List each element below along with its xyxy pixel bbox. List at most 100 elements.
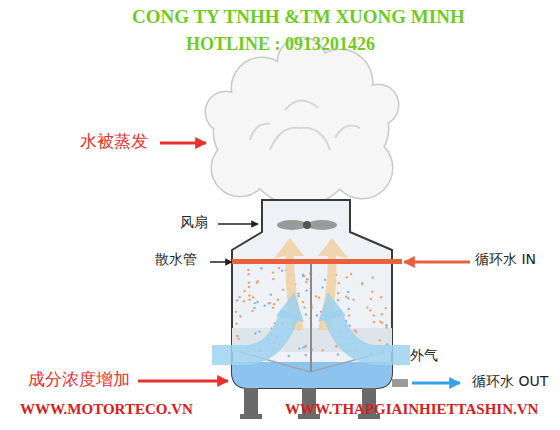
water-drop (281, 269, 283, 271)
outflow-arrow (412, 382, 460, 385)
water-drop (337, 292, 339, 294)
water-drop (235, 311, 237, 313)
water-drop (350, 273, 352, 275)
water-drop (353, 329, 355, 331)
water-drop (385, 324, 387, 326)
callout-label: 循环水 OUT (472, 373, 548, 389)
water-drop (379, 339, 381, 341)
water-drop (380, 296, 382, 298)
water-drop (238, 296, 240, 298)
water-drop (282, 289, 284, 291)
callout-label: 水被蒸发 (80, 132, 148, 152)
water-drop (248, 294, 250, 296)
water-drop (335, 345, 337, 347)
fan-symbol (277, 220, 337, 230)
water-drop (272, 307, 274, 309)
water-drop (264, 305, 266, 307)
inflow-arrow (404, 261, 470, 264)
outlet-pipe (392, 379, 408, 387)
water-drop (361, 283, 363, 285)
website-watermark: WWW.THAPGIAINHIETTASHIN.VN (285, 401, 538, 418)
water-drop (298, 347, 300, 349)
water-drop (251, 310, 253, 312)
water-drop (239, 315, 241, 317)
outside-air-heads (276, 292, 346, 322)
water-drop (273, 303, 275, 305)
water-drop (243, 300, 245, 302)
callout-label: 风扇 (180, 214, 208, 230)
water-drop (254, 332, 256, 334)
water-drop (321, 286, 323, 288)
callout-arrow (138, 380, 228, 383)
water-drop (348, 308, 350, 310)
water-drop (348, 314, 350, 316)
water-drop (256, 301, 258, 303)
water-drop (248, 286, 250, 288)
water-drop (248, 281, 250, 283)
callout-arrow (210, 261, 232, 263)
water-drop (372, 276, 374, 278)
water-drop (324, 279, 326, 281)
water-drop (338, 282, 340, 284)
water-drop (316, 314, 318, 316)
callout-label: 散水管 (155, 251, 197, 267)
water-drop (385, 307, 387, 309)
water-drop (303, 306, 305, 308)
water-drop (304, 354, 306, 356)
water-drop (253, 307, 255, 309)
water-drop (247, 273, 249, 275)
water-drop (254, 302, 256, 304)
water-drop (345, 296, 347, 298)
water-drop (379, 320, 381, 322)
water-drop (260, 267, 262, 269)
water-drop (302, 274, 304, 276)
water-drop (381, 313, 383, 315)
water-drop (385, 326, 387, 328)
callout-label: 循环水 IN (475, 251, 536, 267)
water-drop (306, 278, 308, 280)
water-drop (347, 291, 349, 293)
water-drop (321, 349, 323, 351)
warm-air-arrows (274, 238, 348, 330)
water-drop (373, 314, 375, 316)
water-drop (337, 353, 339, 355)
water-drop (370, 298, 372, 300)
water-drop (243, 290, 245, 292)
hotline-watermark: HOTLINE : 0913201426 (186, 34, 375, 55)
water-drop (371, 291, 373, 293)
water-drop (305, 289, 307, 291)
callout-arrow (160, 142, 206, 145)
water-drop (318, 297, 320, 299)
company-watermark: CONG TY TNHH &TM XUONG MINH (132, 6, 465, 28)
water-drop (305, 313, 307, 315)
water-drop (297, 292, 299, 294)
water-drop (235, 323, 237, 325)
spray-pipe (232, 259, 402, 264)
water-drop (337, 299, 339, 301)
water-drop (252, 296, 254, 298)
water-drop (288, 355, 290, 357)
water-drop (257, 280, 259, 282)
water-drop (345, 276, 347, 278)
water-drop (270, 293, 272, 295)
water-drop (305, 281, 307, 283)
water-drop (298, 295, 300, 297)
water-drop (272, 278, 274, 280)
water-drop (236, 299, 238, 301)
riser-pipe (310, 262, 312, 372)
water-drop (272, 271, 274, 273)
outside-air-arrows (212, 312, 410, 355)
water-drop (302, 346, 304, 348)
water-drop (269, 302, 271, 304)
water-drop (237, 338, 239, 340)
steam-cloud (206, 38, 398, 205)
water-drop (247, 269, 249, 271)
water-drop (366, 307, 368, 309)
water-drop (248, 299, 250, 301)
water-drop (373, 321, 375, 323)
water-drop (352, 298, 354, 300)
water-drop (258, 330, 260, 332)
callout-arrow (218, 223, 258, 225)
